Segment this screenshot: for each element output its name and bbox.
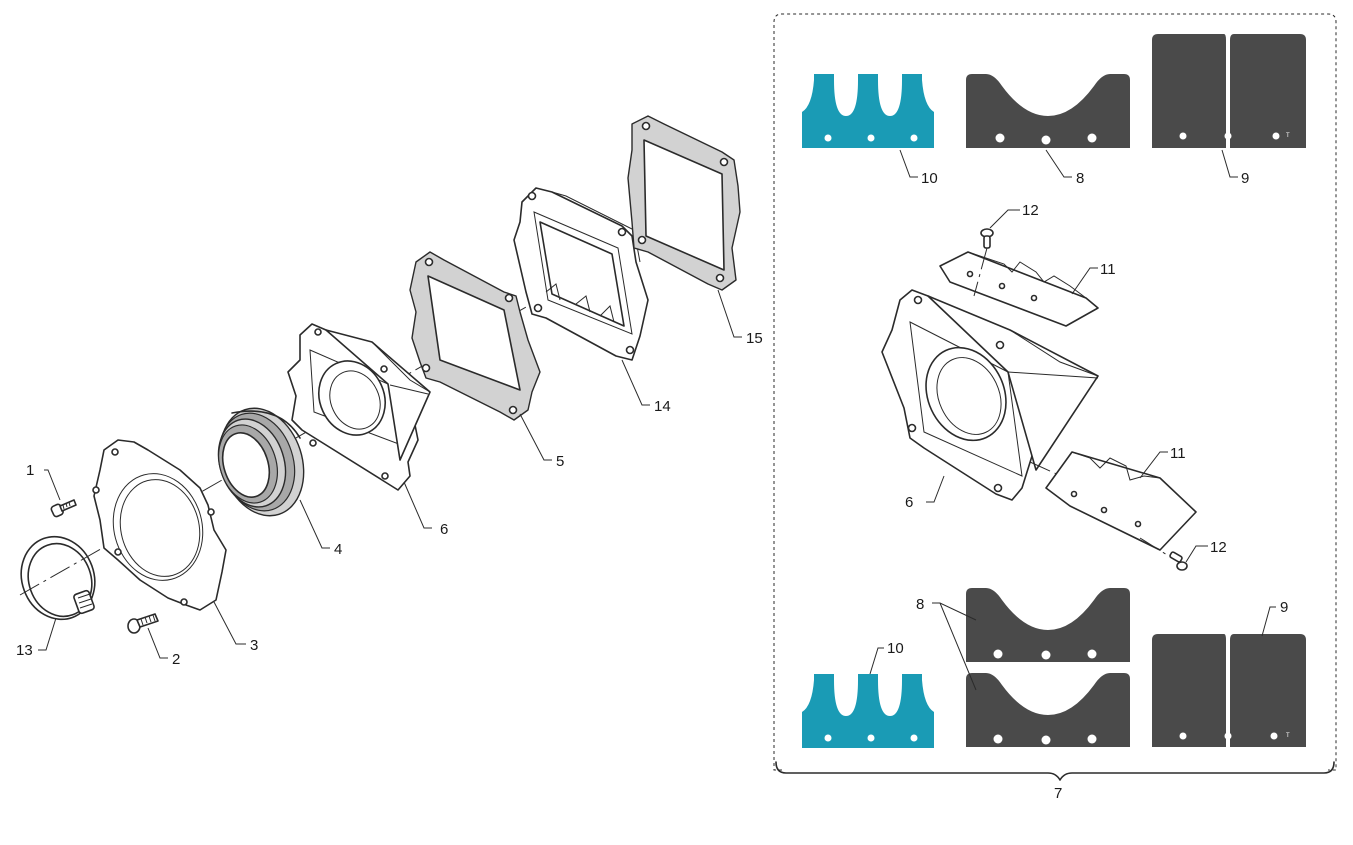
callout-9-top: 9 [1241,170,1249,187]
callout-6-detail: 6 [905,494,913,511]
reed-block-6-detail [881,289,1099,501]
intake-flange-3 [92,439,227,611]
stopper-plate-11-bottom [1045,451,1197,551]
kit-7-bracket [775,761,1335,781]
reed-petal-9-bottom: T [1152,634,1306,747]
reed-petal-8-bottom-b [966,673,1130,747]
callout-4: 4 [334,541,342,558]
kit-7-dashed-frame [773,13,1337,771]
gasket-15 [627,115,741,291]
callout-13: 13 [16,642,33,659]
petal-stopper-10-top [802,74,934,148]
callout-7: 7 [1054,785,1062,802]
hose-clamp-13 [20,535,96,621]
callout-14: 14 [654,398,671,415]
callout-6-main: 6 [440,521,448,538]
gasket-5 [409,251,541,421]
callout-10-bottom: 10 [887,640,904,657]
callout-3: 3 [250,637,258,654]
callout-11-top: 11 [1100,261,1116,278]
spacer-frame-14 [513,187,649,361]
screw-12-top [973,228,994,297]
callout-11-bottom: 11 [1170,445,1186,462]
callout-12-bottom: 12 [1210,539,1227,556]
intake-boot-4 [217,407,305,517]
callout-12-top: 12 [1022,202,1039,219]
petal-mark-top: T [1286,133,1290,139]
screw-1 [50,499,77,518]
callout-1: 1 [26,462,34,479]
callout-8-top: 8 [1076,170,1084,187]
screw-2 [127,613,159,634]
callout-9-bottom: 9 [1280,599,1288,616]
callout-2: 2 [172,651,180,668]
callout-10-top: 10 [921,170,938,187]
reed-petal-9-top: T [1152,34,1306,148]
reed-block-6-main [287,323,431,491]
reed-petal-8-top [966,74,1130,148]
petal-mark-bottom: T [1286,733,1290,739]
callout-5: 5 [556,453,564,470]
stopper-plate-11-top [939,251,1099,327]
callout-15: 15 [746,330,763,347]
reed-petal-8-bottom-a [966,588,1130,662]
petal-stopper-10-bottom [802,674,934,748]
screw-12-bottom [1139,537,1188,571]
callout-8-bottom: 8 [916,596,924,613]
